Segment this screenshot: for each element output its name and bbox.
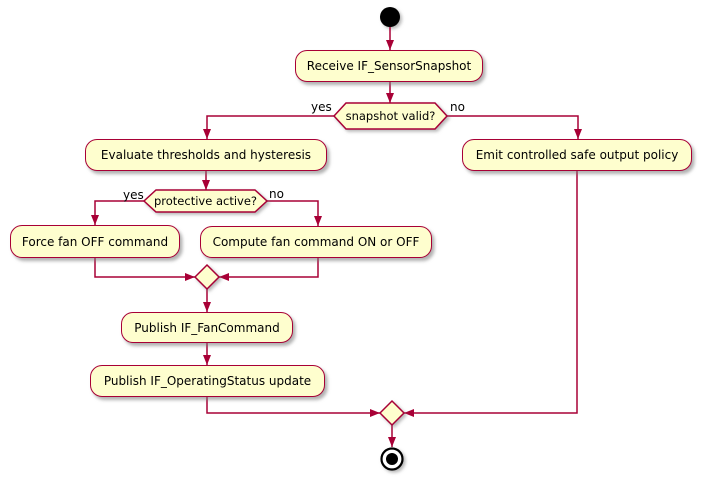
merge-diamond-fan-command bbox=[193, 263, 221, 291]
activity-evaluate-thresholds: Evaluate thresholds and hysteresis bbox=[85, 139, 327, 171]
activity-publish-operating-status: Publish IF_OperatingStatus update bbox=[90, 365, 325, 397]
activity-compute-fan-command: Compute fan command ON or OFF bbox=[200, 226, 432, 258]
activity-receive-sensor-snapshot: Receive IF_SensorSnapshot bbox=[295, 50, 483, 82]
edge-protective-no-to-compute bbox=[267, 200, 322, 226]
edge-compute-to-merge1 bbox=[219, 258, 319, 281]
edge-snapshot-no-to-emit-safe bbox=[447, 115, 582, 139]
end-node-dot bbox=[386, 453, 398, 465]
edge-protective-yes-to-force-off bbox=[91, 200, 144, 225]
branch-label-protective-yes: yes bbox=[123, 188, 144, 202]
activity-publish-fan-command: Publish IF_FanCommand bbox=[121, 312, 293, 343]
edge-force-off-to-merge1 bbox=[94, 258, 195, 281]
activity-emit-safe-output: Emit controlled safe output policy bbox=[462, 139, 692, 171]
edge-emit-safe-to-merge2 bbox=[404, 171, 578, 417]
activity-force-fan-off: Force fan OFF command bbox=[10, 225, 180, 258]
edge-snapshot-yes-to-evaluate bbox=[203, 115, 334, 139]
decision-protective-active-shape bbox=[142, 189, 269, 213]
merge-diamond-final bbox=[378, 399, 406, 427]
branch-label-snapshot-no: no bbox=[450, 100, 465, 114]
start-node bbox=[380, 7, 400, 27]
branch-label-snapshot-yes: yes bbox=[311, 100, 332, 114]
branch-label-protective-no: no bbox=[269, 187, 284, 201]
decision-snapshot-valid-shape bbox=[332, 102, 449, 130]
edge-publish-status-to-merge2 bbox=[206, 397, 380, 417]
